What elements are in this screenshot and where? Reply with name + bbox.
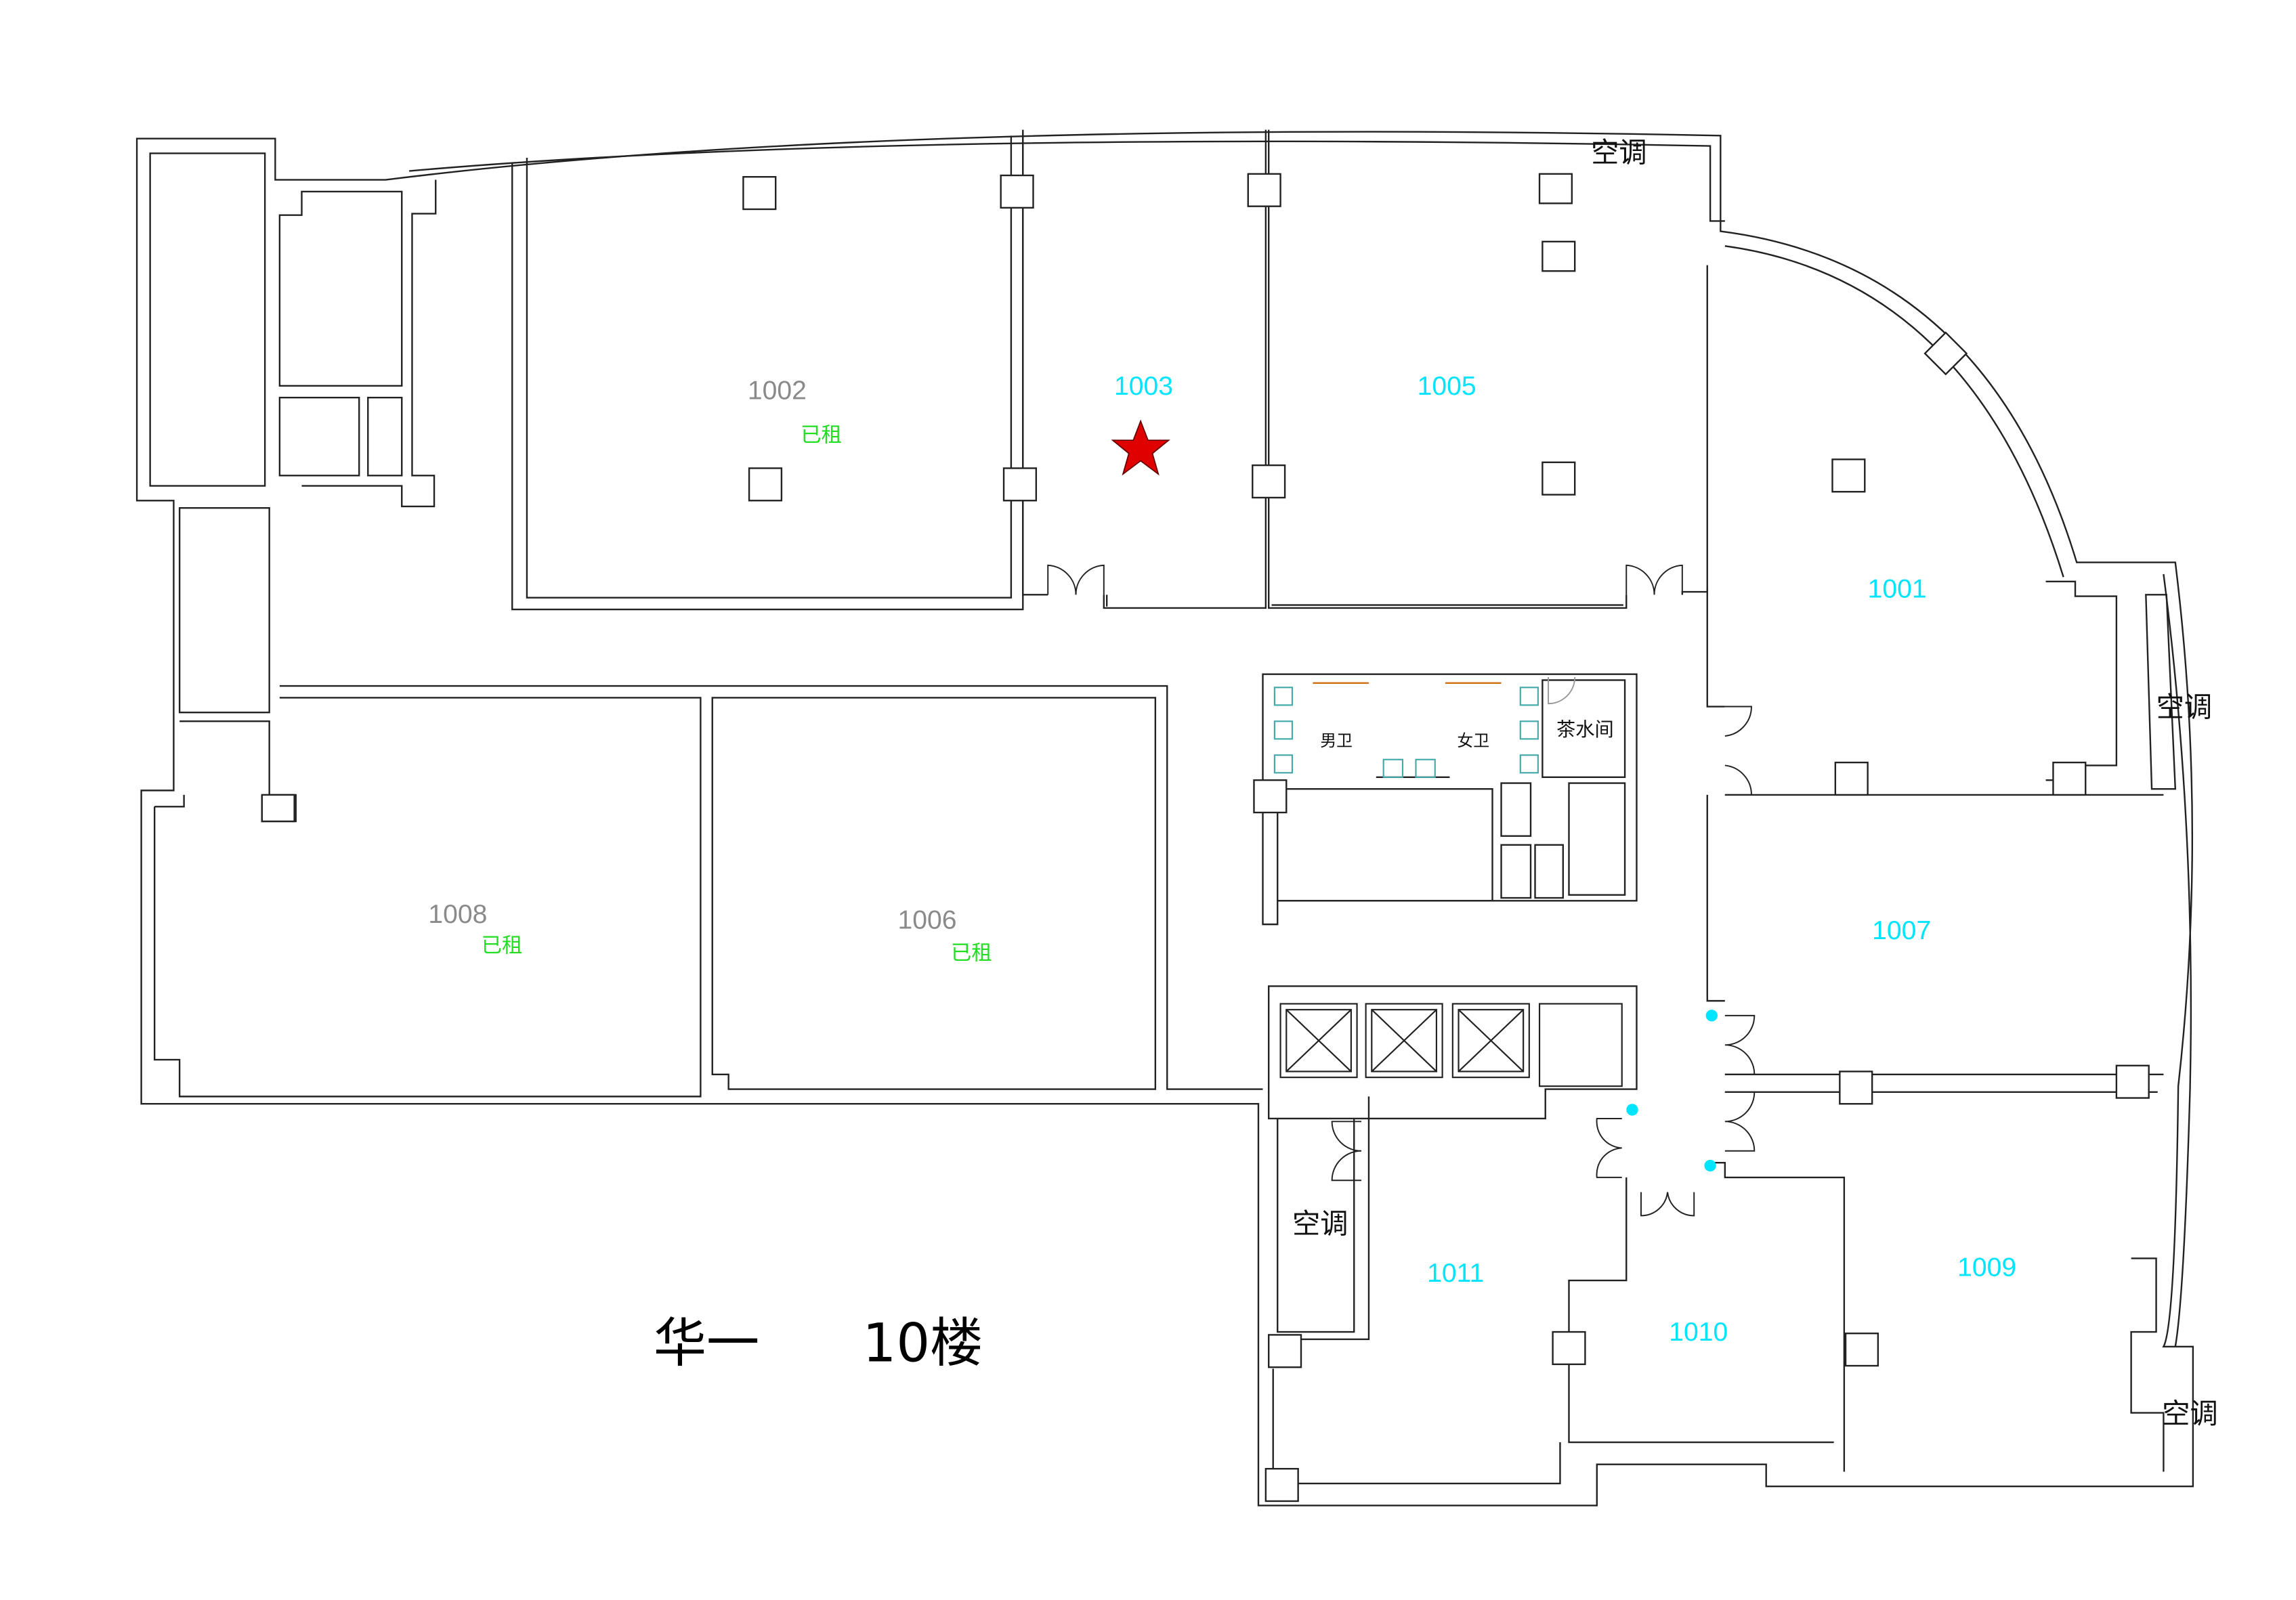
room-1008-status: 已租 — [482, 934, 523, 957]
mens-restroom-label: 男卫 — [1320, 731, 1353, 750]
elevators — [1279, 1003, 1623, 1087]
columns — [261, 173, 2150, 1502]
sensor-icons — [1626, 1010, 1718, 1172]
walls — [135, 129, 2194, 1507]
ac-label-bottom: 空调 — [2162, 1398, 2218, 1430]
ac-label-left: 空调 — [1292, 1207, 1348, 1240]
room-1006-status: 已租 — [951, 941, 992, 965]
room-1002-status: 已租 — [801, 423, 842, 447]
room-1008-number[interactable]: 1008 — [428, 900, 487, 929]
womens-restroom-label: 女卫 — [1457, 731, 1489, 750]
room-1009-number[interactable]: 1009 — [1957, 1253, 2016, 1282]
room-1002-number[interactable]: 1002 — [748, 376, 807, 405]
doors — [1047, 564, 1756, 1217]
room-1006-number[interactable]: 1006 — [898, 906, 957, 935]
floor-label: 10楼 — [863, 1313, 983, 1375]
building-name: 华一 — [654, 1313, 759, 1375]
star-icon — [1111, 419, 1170, 476]
room-1005-number[interactable]: 1005 — [1418, 372, 1476, 401]
room-1003-number[interactable]: 1003 — [1114, 372, 1173, 401]
room-1011-number[interactable]: 1011 — [1427, 1259, 1484, 1288]
ac-label-right: 空调 — [2156, 691, 2213, 724]
room-1010-number[interactable]: 1010 — [1669, 1318, 1728, 1347]
ac-label-top: 空调 — [1591, 136, 1647, 169]
tea-room-label: 茶水间 — [1556, 718, 1614, 741]
room-1001-number[interactable]: 1001 — [1868, 575, 1927, 604]
toilet-fixtures — [1273, 682, 1539, 778]
room-1007-number[interactable]: 1007 — [1872, 916, 1931, 945]
